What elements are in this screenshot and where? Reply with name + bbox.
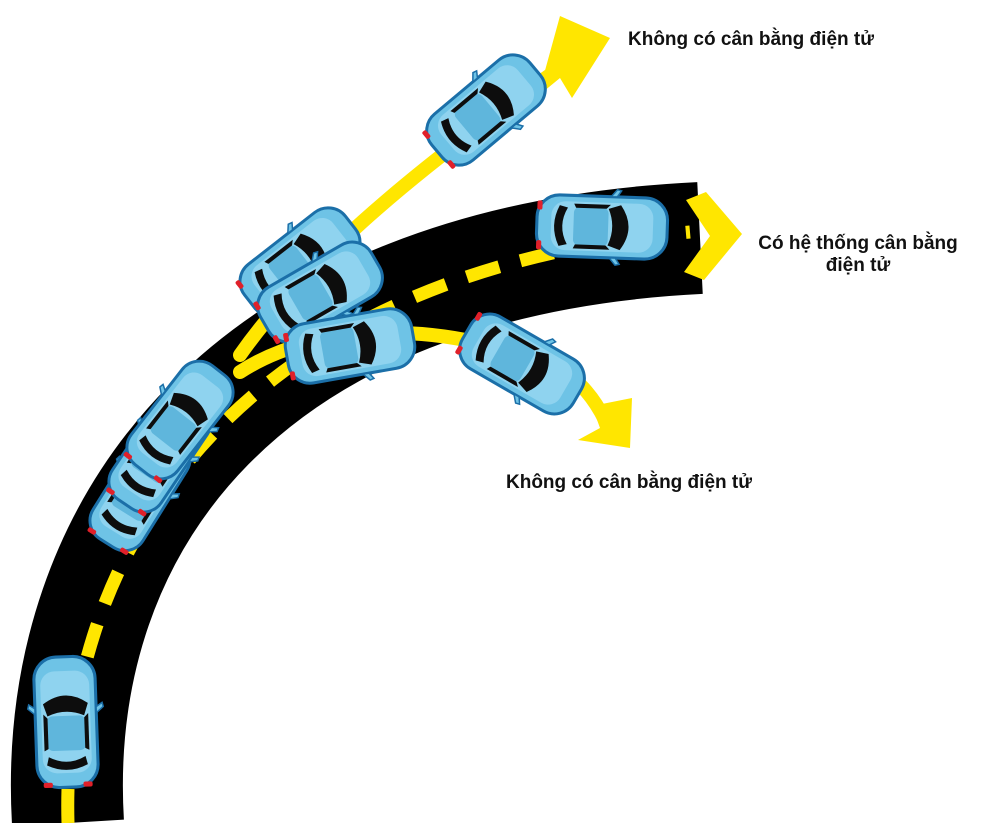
arrow-right-icon bbox=[538, 16, 610, 98]
label-with-esc: Có hệ thống cân bằng điện tử bbox=[758, 233, 958, 276]
car-top-view-icon bbox=[533, 185, 671, 269]
label-without-esc-top: Không có cân bằng điện tử bbox=[628, 29, 874, 50]
arrow-right-icon bbox=[684, 192, 742, 280]
label-without-esc-bottom: Không có cân bằng điện tử bbox=[506, 472, 752, 493]
car-top-view-icon bbox=[24, 653, 108, 791]
arrow-right-icon bbox=[578, 398, 632, 448]
